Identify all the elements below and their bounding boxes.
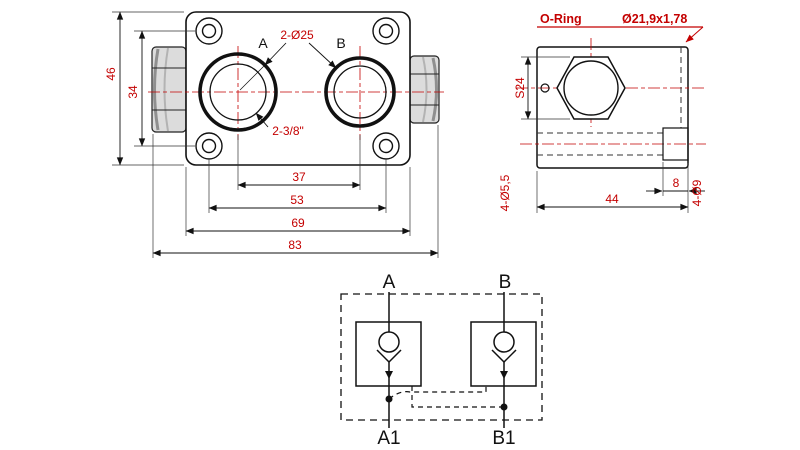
- dimension-lines-side: [524, 56, 705, 211]
- mount-holes-callout: 4-Ø5,5: [498, 174, 512, 211]
- pilot-lines: [388, 386, 504, 408]
- oring-size: Ø21,9x1,78: [622, 12, 687, 26]
- hex-flats-dim: S24: [513, 77, 527, 99]
- schematic-enclosure: [340, 293, 543, 421]
- hidden-lines-side: [537, 47, 682, 156]
- counterbore-callout: 4-Ø9: [690, 179, 704, 206]
- side-plug-left: [151, 46, 187, 133]
- port-a-bore: [198, 52, 278, 132]
- port-a-label: A: [258, 35, 268, 51]
- schematic-port-a1: A1: [377, 428, 400, 449]
- check-valve-b-symbol: [491, 322, 517, 386]
- dimension-lines-front: [116, 11, 439, 257]
- bore-callout: 2-Ø25: [280, 28, 314, 42]
- dim-groove: 8: [673, 176, 680, 190]
- check-valve-a-symbol: [376, 322, 402, 386]
- side-view: O-Ring Ø21,9x1,78 S24 44 8 4-Ø5,5 4-Ø9: [498, 12, 706, 213]
- hex-plug: [556, 56, 626, 120]
- extension-lines-front: [112, 11, 439, 258]
- hydraulic-schematic: A B A1 B1: [340, 272, 543, 449]
- dim-depth: 44: [605, 192, 619, 206]
- schematic-port-b1: B1: [492, 428, 515, 449]
- plug-bore-circle: [563, 60, 619, 116]
- leader-lines: [239, 42, 337, 128]
- dim-bolt-spacing-v: 34: [126, 85, 140, 99]
- side-plug-right: [409, 55, 440, 124]
- junction-dot-a: [385, 395, 393, 403]
- dim-port-spacing: 37: [292, 170, 306, 184]
- dim-body-width: 69: [291, 216, 305, 230]
- mount-hole-circle: [540, 83, 550, 93]
- oring-label: O-Ring: [540, 12, 582, 26]
- front-view: A B 2-Ø25 2-3/8" 46 34 37 53 69 83: [104, 11, 444, 258]
- thread-callout: 2-3/8": [272, 124, 304, 138]
- bolt-holes: [195, 17, 400, 160]
- port-b-label: B: [336, 35, 345, 51]
- dim-height: 46: [104, 67, 118, 81]
- junction-dot-b: [500, 403, 508, 411]
- counterbore-step: [662, 127, 689, 161]
- schematic-port-b: B: [499, 272, 512, 293]
- dim-overall-width: 83: [288, 238, 302, 252]
- dim-bolt-spacing-h: 53: [290, 193, 304, 207]
- oring-callout: [537, 26, 704, 43]
- port-b-bore: [324, 56, 396, 128]
- schematic-port-a: A: [383, 272, 396, 293]
